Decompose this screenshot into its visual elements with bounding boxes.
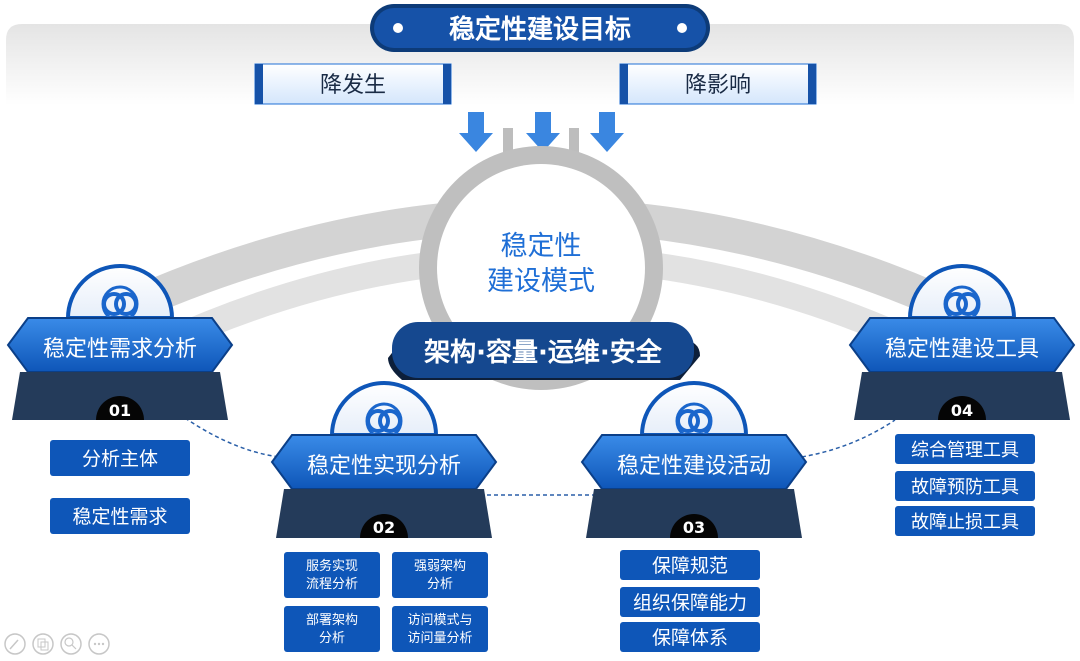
item-label: 稳定性需求 (72, 506, 167, 528)
goal-label: 降发生 (320, 73, 386, 98)
item-label: 服务实现 (306, 558, 358, 574)
pen-icon[interactable] (4, 633, 26, 655)
item-label: 故障预防工具 (911, 477, 1019, 498)
module-number: 03 (683, 518, 705, 537)
module-03: 稳定性建设活动 03 (580, 381, 808, 538)
goal-label: 降影响 (685, 73, 751, 98)
module-number: 01 (109, 401, 131, 420)
module-01: 稳定性需求分析 01 (6, 264, 234, 420)
center-banner: 架构·容量·运维·安全 (388, 322, 700, 380)
list-item (50, 498, 190, 534)
module-03-items: 保障规范 组织保障能力 保障体系 (620, 550, 760, 652)
module-01-items: 分析主体 稳定性需求 (50, 440, 190, 534)
list-item (620, 622, 760, 652)
list-item (895, 506, 1035, 536)
item-label: 分析 (319, 631, 345, 646)
module-02-items: 服务实现 流程分析 强弱架构 分析 部署架构 分析 访问模式与 访问量分析 (284, 552, 488, 652)
dashed-connector (184, 417, 291, 459)
item-label: 分析主体 (82, 448, 158, 470)
module-title: 稳定性实现分析 (307, 454, 461, 479)
title-banner: 稳定性建设目标 (370, 4, 710, 52)
banner-label: 架构·容量·运维·安全 (424, 337, 663, 368)
list-item (284, 552, 380, 598)
module-number: 02 (373, 518, 395, 537)
module-02: 稳定性实现分析 02 (270, 381, 498, 538)
item-label: 保障规范 (652, 555, 728, 577)
more-icon[interactable] (88, 633, 110, 655)
slide-toolbar (4, 633, 110, 655)
item-label: 故障止损工具 (911, 512, 1019, 533)
module-04: 稳定性建设工具 04 (848, 264, 1076, 420)
item-label: 保障体系 (652, 627, 728, 649)
list-item (50, 440, 190, 476)
list-item (284, 606, 380, 652)
center-label: 稳定性 (501, 231, 582, 262)
zoom-icon[interactable] (60, 633, 82, 655)
list-item (895, 471, 1035, 501)
copy-icon[interactable] (32, 633, 54, 655)
list-item (392, 552, 488, 598)
connector-post (503, 128, 513, 156)
module-number: 04 (951, 401, 973, 420)
item-label: 访问量分析 (407, 631, 472, 646)
module-title: 稳定性建设活动 (617, 454, 771, 479)
item-label: 组织保障能力 (633, 592, 747, 614)
connector-post (569, 128, 579, 156)
item-label: 分析 (427, 577, 453, 592)
dashed-connector (794, 419, 896, 459)
item-label: 强弱架构 (414, 559, 466, 574)
list-item (895, 434, 1035, 464)
module-title: 稳定性建设工具 (885, 337, 1039, 362)
list-item (620, 587, 760, 617)
item-label: 流程分析 (306, 577, 358, 592)
down-arrow-icon (459, 112, 624, 152)
module-04-items: 综合管理工具 故障预防工具 故障止损工具 (895, 434, 1035, 536)
list-item (620, 550, 760, 580)
item-label: 访问模式与 (407, 613, 472, 628)
item-label: 部署架构 (306, 613, 358, 628)
goal-box-2: 降影响 (619, 63, 817, 105)
list-item (392, 606, 488, 652)
module-title: 稳定性需求分析 (43, 337, 197, 362)
center-label: 建设模式 (487, 266, 595, 297)
item-label: 综合管理工具 (911, 440, 1019, 461)
page-title: 稳定性建设目标 (449, 14, 631, 45)
goal-box-1: 降发生 (254, 63, 452, 105)
